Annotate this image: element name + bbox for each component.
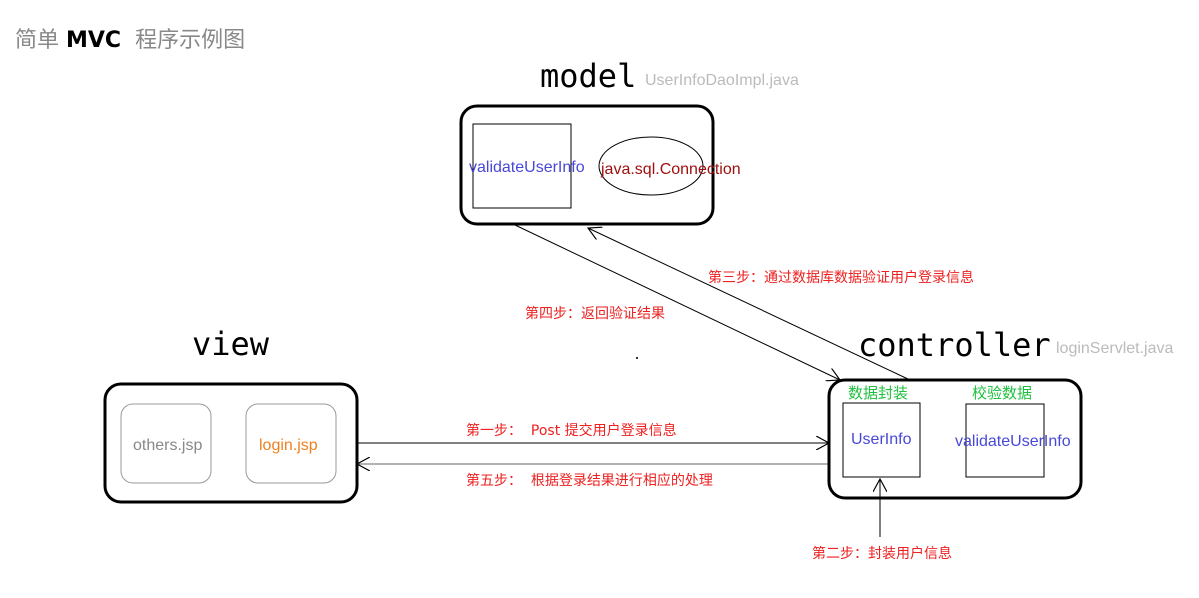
- step4-label: 第四步：返回验证结果: [525, 305, 665, 322]
- userinfo-label: UserInfo: [851, 431, 912, 448]
- step2-label: 第二步：封装用户信息: [812, 545, 952, 562]
- step3-arrow: [588, 228, 911, 381]
- connection-ellipse: [598, 136, 704, 196]
- data-wrap-label: 数据封装: [848, 384, 908, 402]
- others-jsp-label: others.jsp: [133, 437, 202, 454]
- stray-dot: [636, 357, 638, 359]
- others-jsp-box: [120, 403, 212, 484]
- step1-label: 第一步： Post 提交用户登录信息: [466, 422, 677, 439]
- userinfo-box: [842, 402, 921, 478]
- controller-file-label: loginServlet.java: [1056, 340, 1174, 357]
- connection-label: java.sql.Connection: [600, 161, 741, 178]
- page-title: 简单 MVC 程序示例图: [15, 28, 245, 53]
- model-box: [459, 104, 715, 226]
- validate-data-label: 校验数据: [972, 384, 1032, 402]
- login-jsp-label: login.jsp: [259, 437, 318, 454]
- step5-label: 第五步： 根据登录结果进行相应的处理: [466, 472, 713, 489]
- model-method-label: validateUserInfo: [469, 159, 585, 176]
- step3-label: 第三步：通过数据库数据验证用户登录信息: [708, 269, 974, 286]
- view-label: view: [192, 325, 270, 363]
- model-label: model: [540, 57, 636, 95]
- login-jsp-box: [245, 403, 337, 484]
- step4-arrow: [514, 224, 840, 380]
- validate-box: [965, 403, 1045, 478]
- controller-label: controller: [858, 326, 1051, 364]
- model-method-box: [472, 123, 572, 209]
- controller-box: [827, 378, 1083, 500]
- controller-method-label: validateUserInfo: [955, 433, 1071, 450]
- model-file-label: UserInfoDaoImpl.java: [645, 72, 799, 89]
